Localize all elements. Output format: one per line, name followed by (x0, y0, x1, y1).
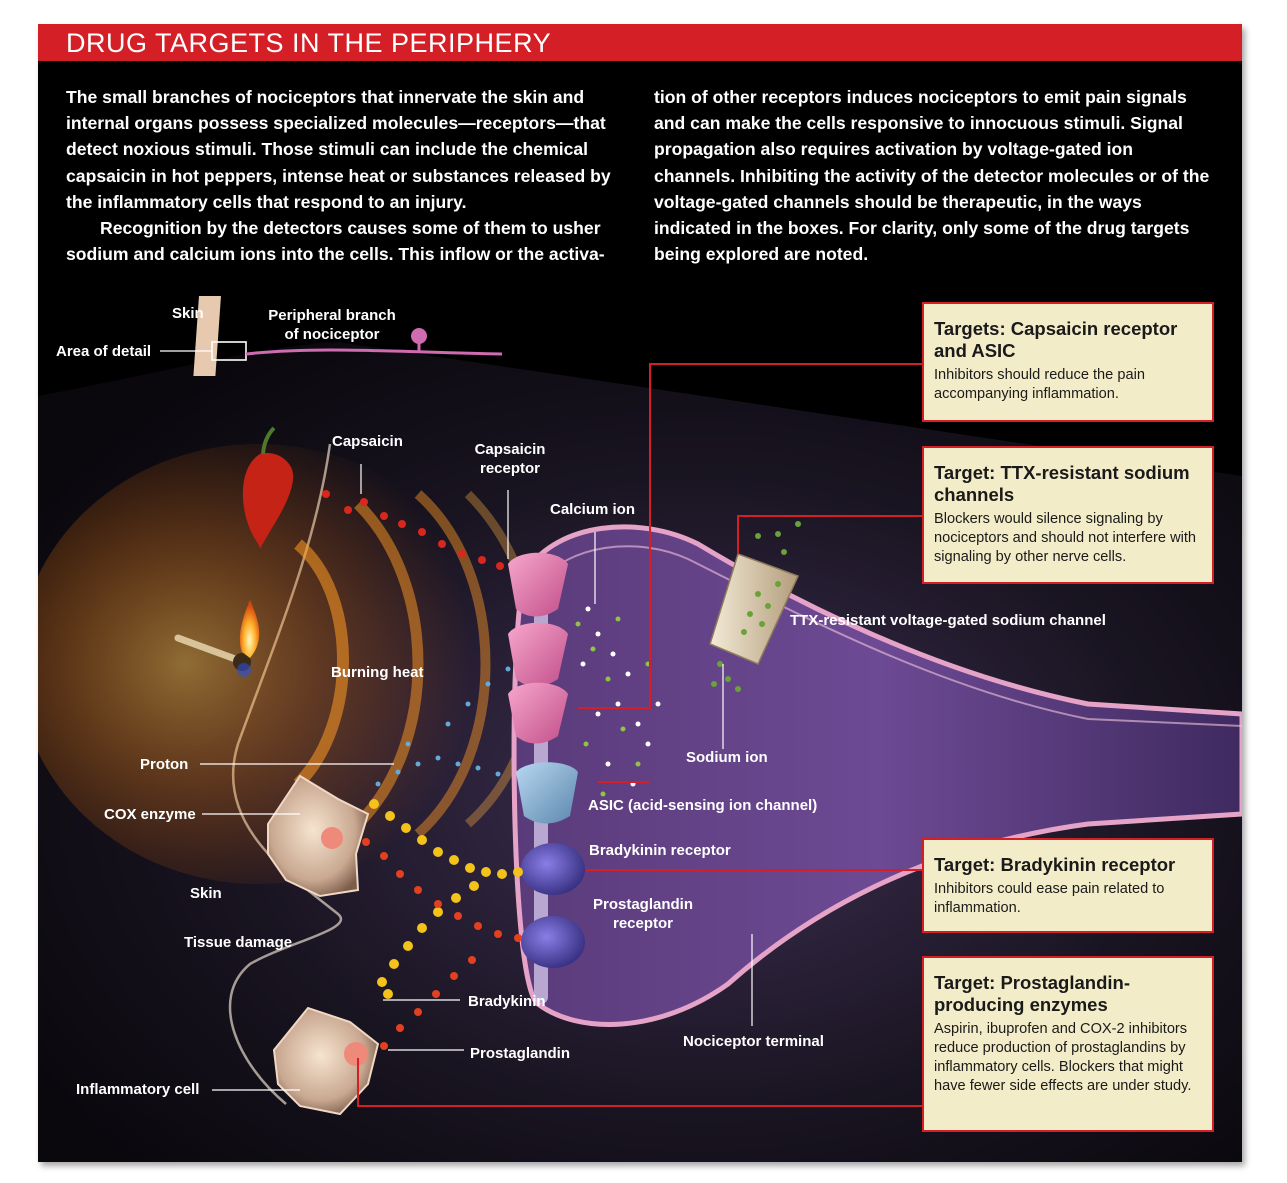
page-title: DRUG TARGETS IN THE PERIPHERY (66, 28, 552, 58)
asic-channel-icon (516, 762, 578, 824)
prostaglandin-receptor-icon (521, 916, 585, 968)
target-box-bradykinin: Target: Bradykinin receptor Inhibitors c… (922, 838, 1214, 933)
label-capsaicin: Capsaicin (332, 433, 403, 450)
label-capsaicin-receptor-line2: receptor (479, 460, 541, 477)
target-connectors (357, 363, 922, 1107)
label-asic: ASIC (acid-sensing ion channel) (588, 797, 818, 814)
label-area-of-detail: Area of detail (56, 343, 152, 360)
intro-column-1: The small branches of nociceptors that i… (66, 84, 628, 267)
intro-paragraph-1: The small branches of nociceptors that i… (66, 87, 611, 212)
bradykinin-receptor-icon (521, 843, 585, 895)
label-inflammatory-cell: Inflammatory cell (76, 1081, 200, 1098)
capsaicin-molecules (322, 490, 504, 570)
label-tissue-damage: Tissue damage (184, 934, 293, 951)
target-box-title: Target: Bradykinin receptor (934, 854, 1176, 875)
label-cox-enzyme: COX enzyme (104, 806, 196, 823)
label-bradykinin: Bradykinin (468, 993, 546, 1010)
target-box-prostaglandin-enzymes: Target: Prostaglandin-producing enzymes … (922, 956, 1214, 1132)
label-nociceptor-terminal: Nociceptor terminal (683, 1033, 824, 1050)
calcium-and-sodium-ions (575, 606, 661, 797)
chili-pepper-icon (242, 426, 294, 549)
bradykinin-molecules (369, 799, 523, 999)
label-prostaglandin: Prostaglandin (470, 1045, 571, 1062)
label-prostaglandin-receptor: Prostaglandin receptor (584, 895, 702, 933)
ttx-sodium-channel-icon (709, 521, 801, 692)
target-box-title: Targets: Capsaicin receptor and ASIC (934, 318, 1178, 361)
intro-paragraph-2: Recognition by the detectors causes some… (66, 218, 605, 265)
label-skin: Skin (190, 885, 222, 902)
target-box-capsaicin-asic: Targets: Capsaicin receptor and ASIC Inh… (922, 302, 1214, 422)
target-box-body: Inhibitors should reduce the pain accomp… (934, 367, 1145, 402)
proton-particles (375, 666, 511, 787)
intro-column-2: tion of other receptors induces nocicept… (654, 84, 1214, 267)
label-prostaglandin-receptor-line1: Prostaglandin (592, 896, 693, 913)
label-skin-top: Skin (172, 305, 204, 322)
intro-paragraph-3: tion of other receptors induces nocicept… (654, 87, 1210, 265)
label-burning-heat: Burning heat (331, 664, 424, 681)
label-sodium-ion: Sodium ion (686, 749, 768, 766)
cox-enzyme-icon (267, 774, 370, 898)
target-box-ttx-sodium: Target: TTX-resistant sodium channels Bl… (922, 446, 1214, 584)
title-bar: DRUG TARGETS IN THE PERIPHERY (38, 24, 1242, 61)
label-proton: Proton (140, 756, 189, 773)
inflammatory-cell-icon (272, 1006, 380, 1116)
target-box-title: Target: Prostaglandin-producing enzymes (934, 972, 1130, 1015)
infographic-panel: DRUG TARGETS IN THE PERIPHERY The small … (38, 24, 1242, 1162)
burning-match-icon (174, 600, 260, 677)
label-bradykinin-receptor: Bradykinin receptor (589, 842, 731, 859)
target-box-body: Inhibitors could ease pain related to in… (934, 881, 1165, 916)
target-box-body: Aspirin, ibuprofen and COX-2 inhibitors … (934, 1021, 1192, 1094)
capsaicin-receptor-icon (508, 552, 568, 744)
label-peripheral-branch-line1: Peripheral branch (268, 307, 396, 324)
target-box-title: Target: TTX-resistant sodium channels (934, 462, 1190, 505)
label-peripheral-branch: Peripheral branch of nociceptor (262, 306, 402, 344)
target-box-body: Blockers would silence signaling by noci… (934, 511, 1197, 565)
leader-lines (200, 464, 753, 1091)
label-capsaicin-receptor-line1: Capsaicin (474, 441, 546, 458)
label-capsaicin-receptor: Capsaicin receptor (464, 440, 556, 478)
label-ttx-channel: TTX-resistant voltage-gated sodium chann… (790, 612, 1106, 629)
label-peripheral-branch-line2: of nociceptor (284, 326, 380, 343)
skin-schematic (160, 296, 503, 376)
label-calcium-ion: Calcium ion (550, 501, 636, 518)
label-prostaglandin-receptor-line2: receptor (612, 915, 674, 932)
